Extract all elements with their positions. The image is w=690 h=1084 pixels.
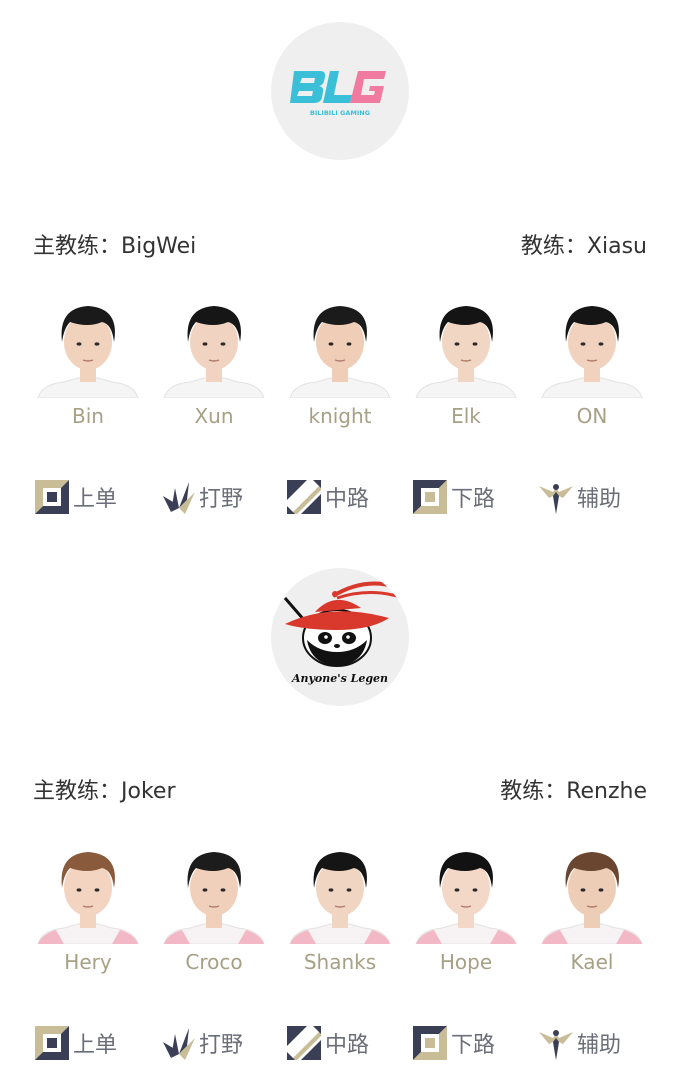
player-card[interactable]: Hery xyxy=(33,844,143,976)
role-label: 下路 xyxy=(451,487,496,512)
role-list-blg: 上单 打野 中路 下路 辅助 xyxy=(33,478,647,516)
player-card[interactable]: Hope xyxy=(411,844,521,976)
player-name: Kael xyxy=(570,950,614,974)
al-logo-text: Anyone's Legen xyxy=(291,672,389,685)
role-mid: 中路 xyxy=(285,478,395,516)
head-coach-label: 主教练：Joker xyxy=(33,779,176,804)
player-name: Hery xyxy=(64,950,112,974)
role-support: 辅助 xyxy=(537,1024,647,1062)
role-jungle: 打野 xyxy=(159,1024,269,1062)
player-photo xyxy=(286,298,394,398)
role-label: 上单 xyxy=(73,487,118,512)
player-card[interactable]: Elk xyxy=(411,298,521,430)
jungle-icon xyxy=(159,1024,199,1062)
player-photo xyxy=(412,298,520,398)
role-label: 中路 xyxy=(325,1033,370,1058)
bot-lane-icon xyxy=(411,478,451,516)
player-name: Xun xyxy=(194,404,234,428)
player-name: Bin xyxy=(72,404,104,428)
player-photo xyxy=(286,844,394,944)
coach-row-blg: 主教练：BigWei 教练：Xiasu xyxy=(33,229,647,259)
player-name: Elk xyxy=(451,404,481,428)
role-label: 打野 xyxy=(199,1033,244,1058)
player-photo xyxy=(34,298,142,398)
top-lane-icon xyxy=(33,1024,73,1062)
mid-lane-icon xyxy=(285,478,325,516)
player-name: Hope xyxy=(439,950,493,974)
player-photo xyxy=(160,298,268,398)
role-label: 中路 xyxy=(325,487,370,512)
player-photo xyxy=(538,298,646,398)
player-card[interactable]: knight xyxy=(285,298,395,430)
player-card[interactable]: Shanks xyxy=(285,844,395,976)
player-photo xyxy=(538,844,646,944)
player-card[interactable]: ON xyxy=(537,298,647,430)
player-list-al: Hery Croco Shanks Hope Kael xyxy=(33,844,647,976)
blg-subtext: BILIBILI GAMING xyxy=(310,109,370,117)
support-icon xyxy=(537,1024,577,1062)
player-name: Shanks xyxy=(303,950,377,974)
role-label: 辅助 xyxy=(577,1033,622,1058)
bot-lane-icon xyxy=(411,1024,451,1062)
role-mid: 中路 xyxy=(285,1024,395,1062)
player-photo xyxy=(34,844,142,944)
player-photo xyxy=(160,844,268,944)
panda-logo-icon xyxy=(283,581,398,667)
top-lane-icon xyxy=(33,478,73,516)
mid-lane-icon xyxy=(285,1024,325,1062)
role-label: 辅助 xyxy=(577,487,622,512)
role-top: 上单 xyxy=(33,1024,143,1062)
player-name: ON xyxy=(576,404,608,428)
coach-row-al: 主教练：Joker 教练：Renzhe xyxy=(33,774,647,804)
role-top: 上单 xyxy=(33,478,143,516)
coach-label: 教练：Xiasu xyxy=(520,234,647,259)
role-bot: 下路 xyxy=(411,478,521,516)
team-logo-al: Anyone's Legen xyxy=(271,568,409,706)
player-card[interactable]: Croco xyxy=(159,844,269,976)
role-bot: 下路 xyxy=(411,1024,521,1062)
role-jungle: 打野 xyxy=(159,478,269,516)
head-coach-label: 主教练：BigWei xyxy=(33,234,197,259)
role-label: 上单 xyxy=(73,1033,118,1058)
jungle-icon xyxy=(159,478,199,516)
player-card[interactable]: Xun xyxy=(159,298,269,430)
blg-logo-icon: BILIBILI GAMING xyxy=(290,71,386,117)
coach-label: 教练：Renzhe xyxy=(500,779,647,804)
support-icon xyxy=(537,478,577,516)
role-support: 辅助 xyxy=(537,478,647,516)
player-name: knight xyxy=(308,404,372,428)
player-list-blg: Bin Xun knight Elk ON xyxy=(33,298,647,430)
team-logo-blg: BILIBILI GAMING xyxy=(271,22,409,160)
role-list-al: 上单 打野 中路 下路 辅助 xyxy=(33,1024,647,1062)
player-name: Croco xyxy=(185,950,243,974)
player-card[interactable]: Kael xyxy=(537,844,647,976)
player-photo xyxy=(412,844,520,944)
role-label: 下路 xyxy=(451,1033,496,1058)
role-label: 打野 xyxy=(199,487,244,512)
player-card[interactable]: Bin xyxy=(33,298,143,430)
